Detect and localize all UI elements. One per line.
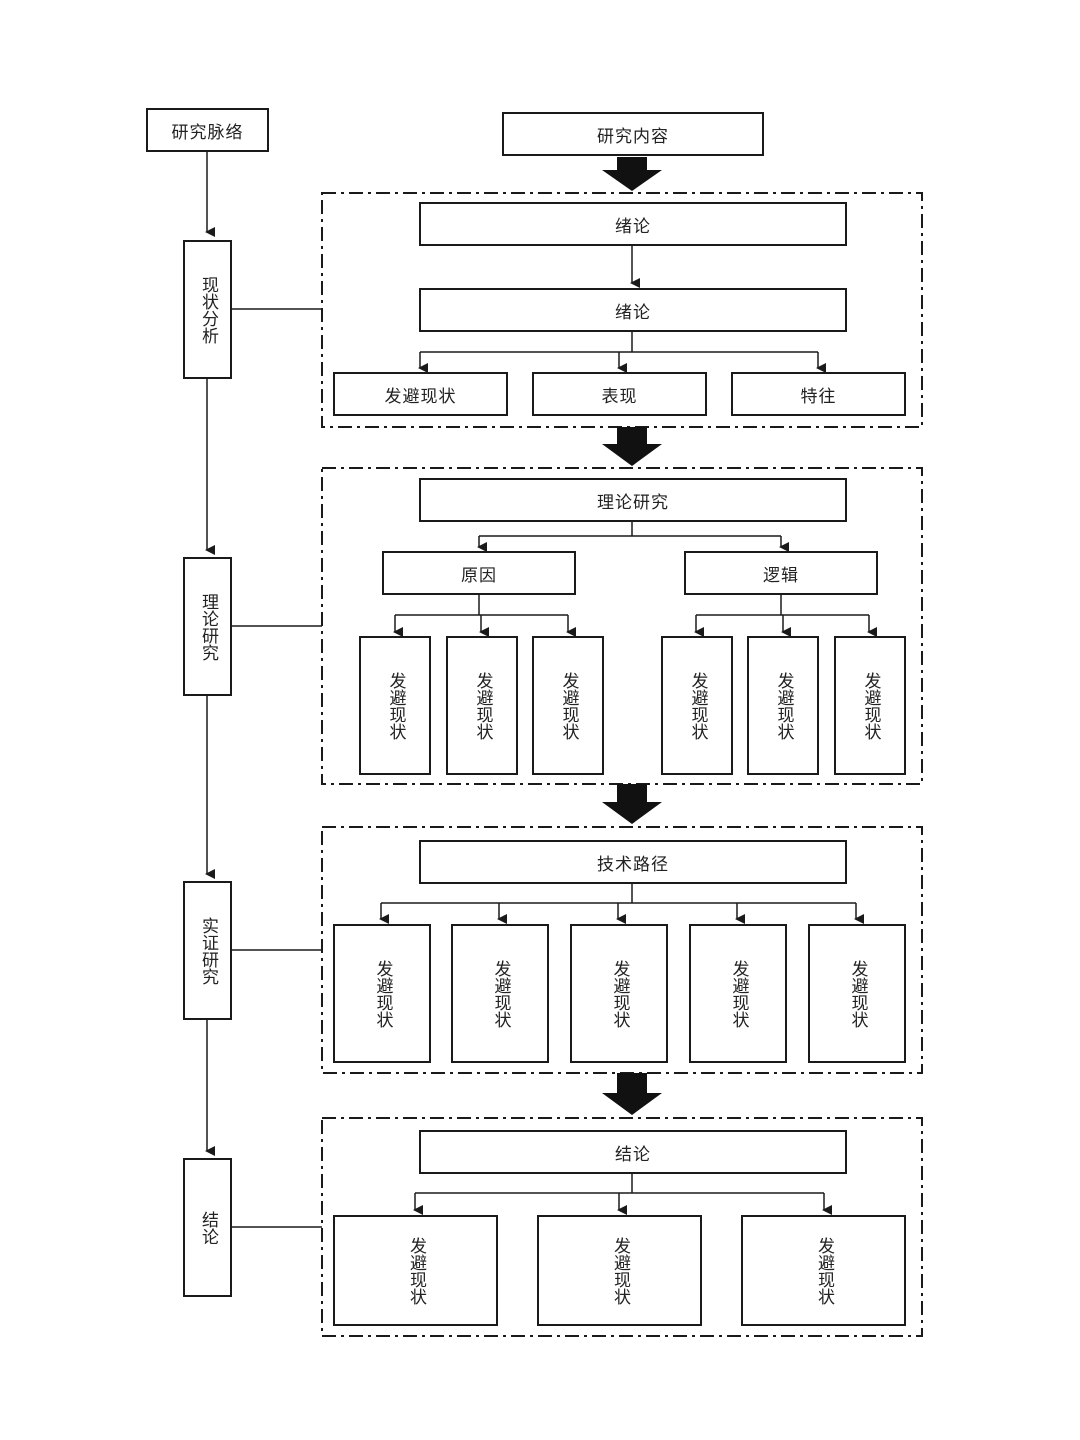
s2-left-child-1: 发避现状 [359,636,431,775]
right-header-box: 研究内容 [502,112,764,156]
block-arrow-1 [602,157,662,191]
s1-middle-box: 绪论 [419,288,847,332]
s4-top-box: 结论 [419,1130,847,1174]
s2-right-branch: 逻辑 [684,551,878,595]
section-frame-4 [321,1117,923,1337]
s2-right-child-2: 发避现状 [747,636,819,775]
s3-child-4: 发避现状 [689,924,787,1063]
s4-child-1: 发避现状 [333,1215,498,1326]
s2-left-child-3: 发避现状 [532,636,604,775]
s3-child-2: 发避现状 [451,924,549,1063]
s1-child-1: 发避现状 [333,372,508,416]
left-step-3: 实证研究 [183,881,232,1020]
left-step-4: 结论 [183,1158,232,1297]
left-step-2: 理论研究 [183,557,232,696]
block-arrow-2 [602,427,662,466]
block-arrow-3 [602,784,662,824]
left-header-box: 研究脉络 [146,108,269,152]
s2-right-child-1: 发避现状 [661,636,733,775]
s3-child-1: 发避现状 [333,924,431,1063]
s4-child-2: 发避现状 [537,1215,702,1326]
left-step-1: 现状分析 [183,240,232,379]
s1-child-2: 表现 [532,372,707,416]
block-arrow-4 [602,1073,662,1115]
s1-top-box: 绪论 [419,202,847,246]
s2-right-child-3: 发避现状 [834,636,906,775]
s1-child-3: 特往 [731,372,906,416]
s2-left-child-2: 发避现状 [446,636,518,775]
s3-child-3: 发避现状 [570,924,668,1063]
s2-left-branch: 原因 [382,551,576,595]
s3-top-box: 技术路径 [419,840,847,884]
s4-child-3: 发避现状 [741,1215,906,1326]
s3-child-5: 发避现状 [808,924,906,1063]
s2-top-box: 理论研究 [419,478,847,522]
